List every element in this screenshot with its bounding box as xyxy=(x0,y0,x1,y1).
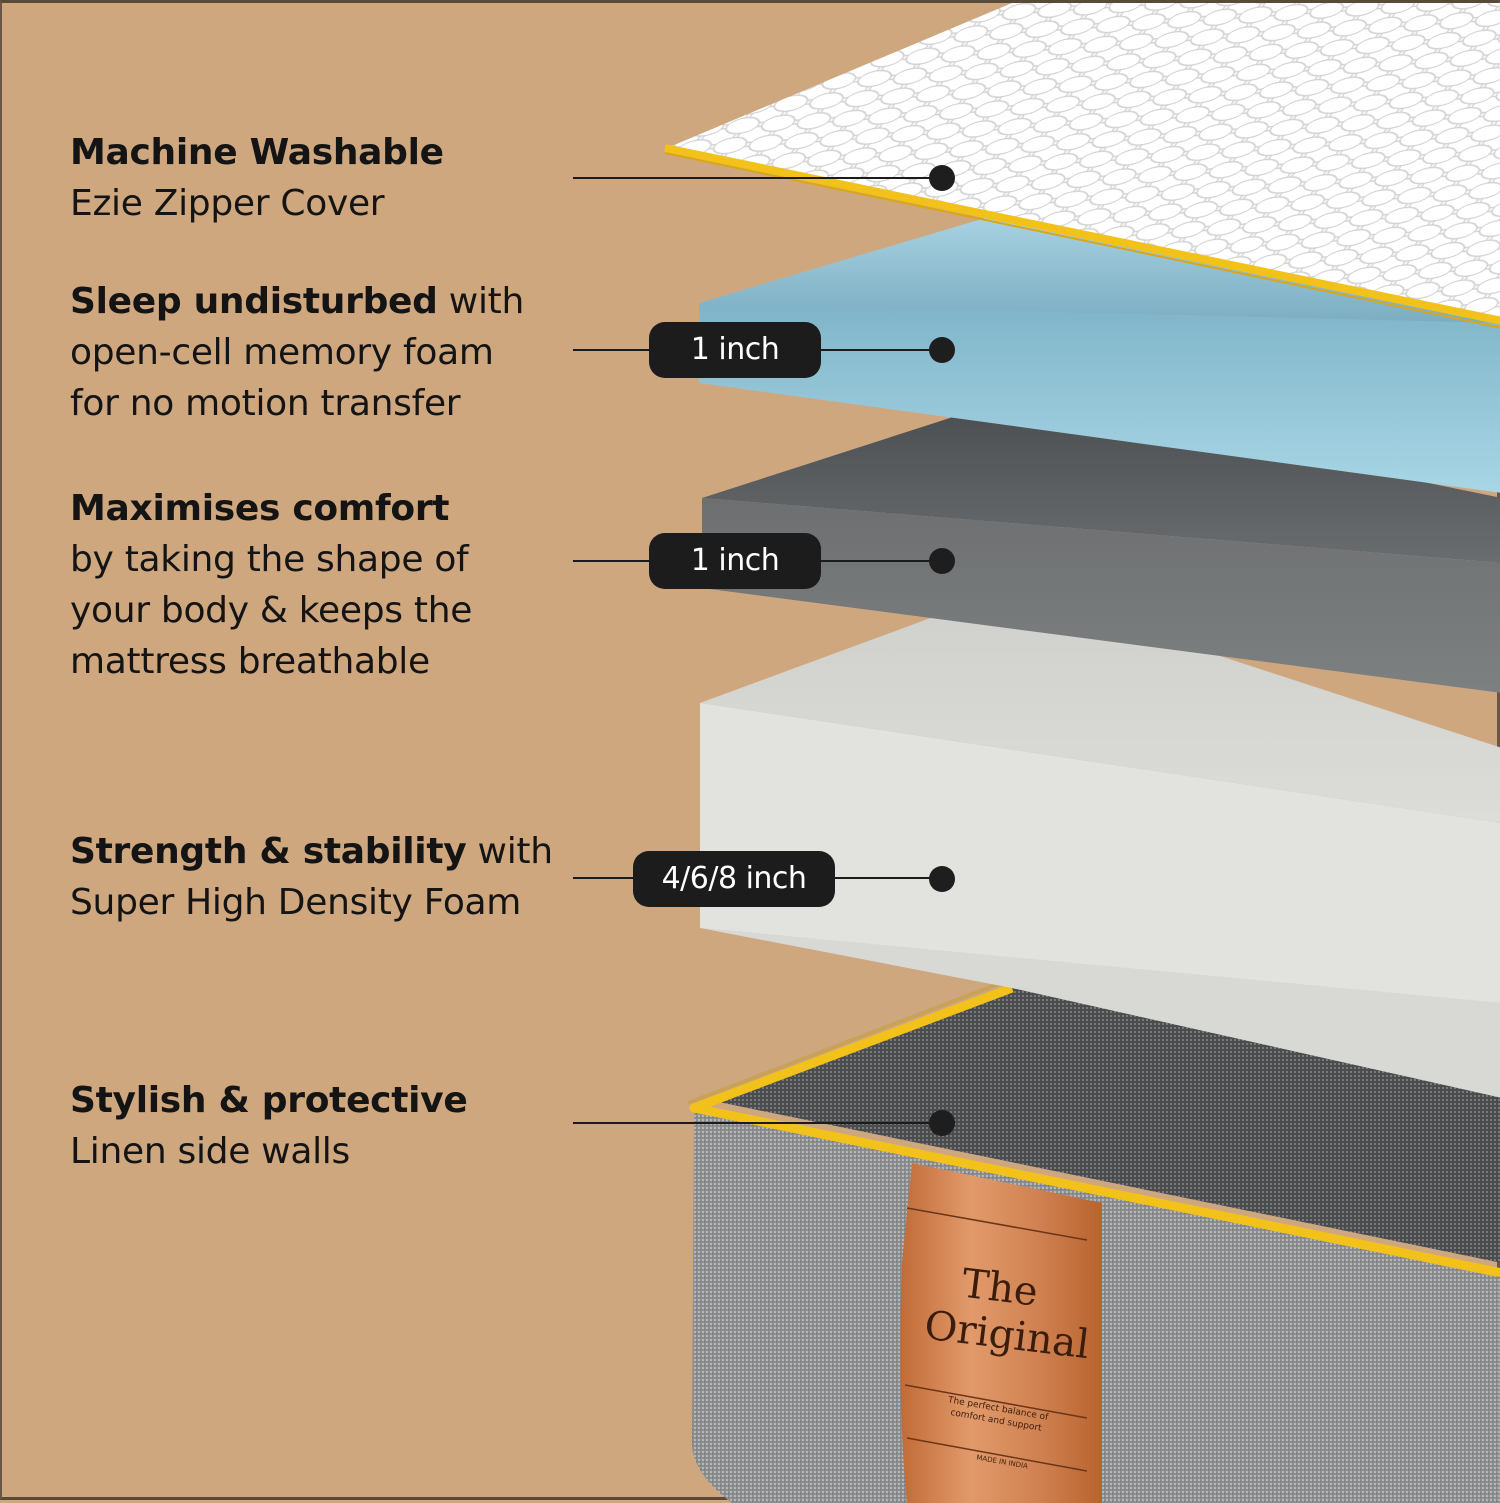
comfort-foam-layer xyxy=(702,398,1500,693)
thickness-badge-comfort-foam: 1 inch xyxy=(649,533,821,589)
feature-side-walls-body: Linen side walls xyxy=(70,1131,350,1172)
feature-side-walls: Stylish & protective Linen side walls xyxy=(70,1075,468,1177)
hd-foam-layer xyxy=(700,588,1500,1098)
callout-dot-comfort-foam xyxy=(929,548,955,574)
feature-comfort-foam-body-2: your body & keeps the xyxy=(70,590,473,631)
zipper-cover-layer xyxy=(664,3,1500,329)
feature-memory-foam-title: Sleep undisturbed xyxy=(70,281,438,322)
callout-dot-side-walls xyxy=(929,1110,955,1136)
connector-line-cover xyxy=(573,177,943,179)
feature-side-walls-title: Stylish & protective xyxy=(70,1080,468,1121)
feature-comfort-foam-body-3: mattress breathable xyxy=(70,641,430,682)
feature-comfort-foam-body-1: by taking the shape of xyxy=(70,539,469,580)
feature-memory-foam-body-2: for no motion transfer xyxy=(70,383,461,424)
callout-dot-hd-foam xyxy=(929,866,955,892)
feature-comfort-foam-title: Maximises comfort xyxy=(70,488,450,529)
feature-memory-foam: Sleep undisturbed with open-cell memory … xyxy=(70,276,524,429)
callout-dot-cover xyxy=(929,165,955,191)
product-label-tag xyxy=(900,1163,1102,1503)
connector-line-side-walls xyxy=(573,1122,943,1124)
feature-memory-foam-title-suffix: with xyxy=(437,281,524,322)
feature-hd-foam-title: Strength & stability xyxy=(70,831,467,872)
feature-cover: Machine Washable Ezie Zipper Cover xyxy=(70,127,444,229)
product-label-title: The Original xyxy=(922,1257,1092,1369)
feature-cover-body: Ezie Zipper Cover xyxy=(70,183,385,224)
callout-dot-memory-foam xyxy=(929,337,955,363)
feature-hd-foam-title-suffix: with xyxy=(466,831,553,872)
mattress-exploded-illustration xyxy=(664,3,1500,1503)
feature-memory-foam-body-1: open-cell memory foam xyxy=(70,332,494,373)
feature-hd-foam-body: Super High Density Foam xyxy=(70,882,522,923)
feature-comfort-foam: Maximises comfort by taking the shape of… xyxy=(70,483,472,687)
feature-cover-title: Machine Washable xyxy=(70,132,444,173)
feature-hd-foam: Strength & stability with Super High Den… xyxy=(70,826,553,928)
thickness-badge-hd-foam: 4/6/8 inch xyxy=(633,851,835,907)
thickness-badge-memory-foam: 1 inch xyxy=(649,322,821,378)
